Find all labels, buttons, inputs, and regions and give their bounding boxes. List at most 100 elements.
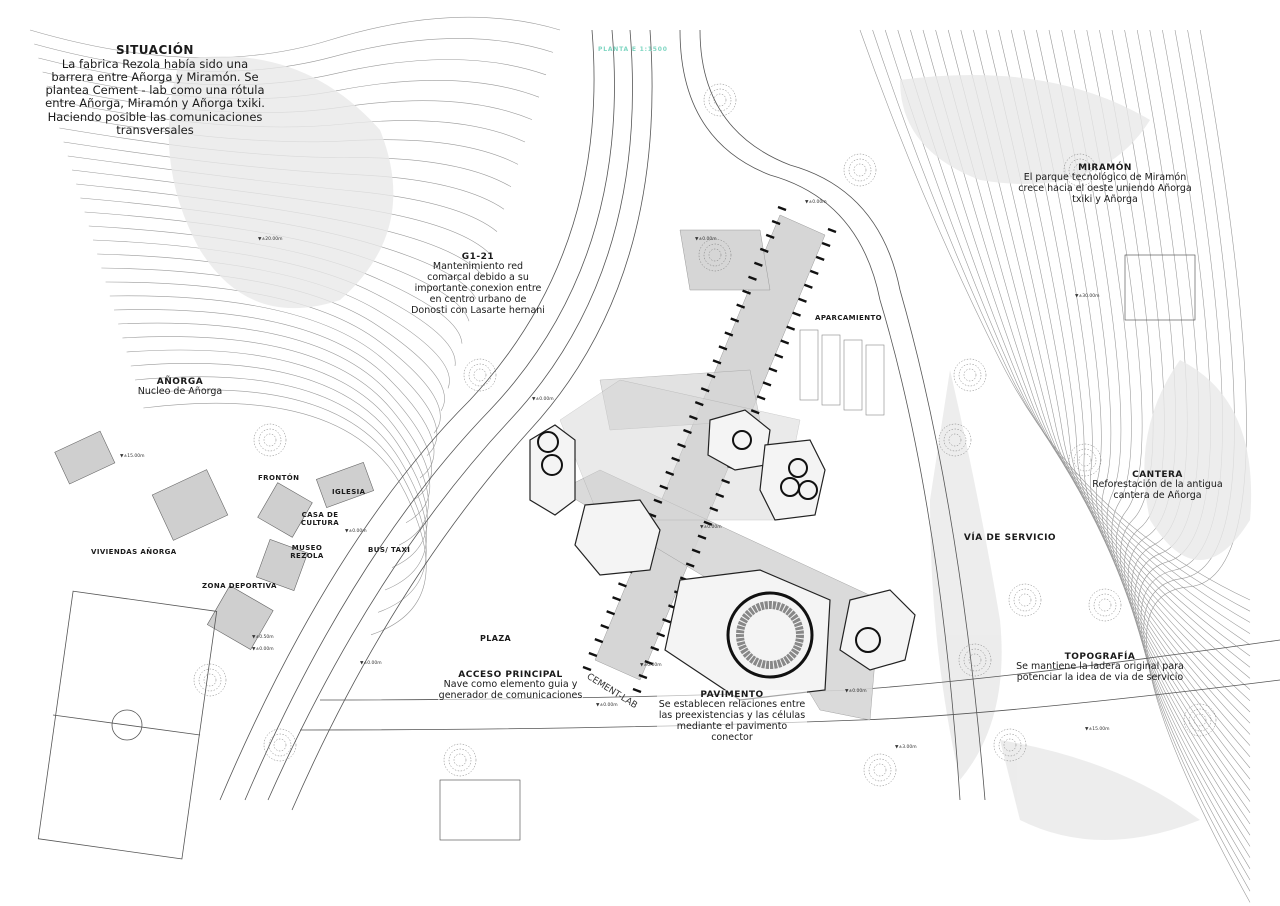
tree-icon: [1068, 443, 1102, 477]
structure-rib: [700, 387, 710, 393]
contour-line: [109, 295, 438, 456]
cantera-note: CANTERA Reforestación de la antigua cant…: [1075, 470, 1240, 502]
contour-line: [113, 309, 435, 479]
tree-icon: [708, 248, 722, 262]
level-marker: ▼±0.00m: [845, 689, 867, 694]
structure-rib: [718, 345, 728, 351]
contour-line: [1023, 29, 1251, 746]
structure-rib: [780, 339, 790, 345]
structure-rib: [771, 219, 781, 226]
contour-line: [973, 29, 1251, 702]
tree-icon: [958, 363, 982, 387]
pavimento-title: PAVIMENTO: [700, 690, 764, 700]
structure-rib: [736, 303, 746, 309]
contour-line: [1086, 29, 1251, 802]
pavimento-note: PAVIMENTO Se establecen relaciones entre…: [657, 690, 807, 745]
structure-rib: [606, 610, 616, 616]
anorga-title: AÑORGA: [156, 377, 204, 387]
structure-rib: [759, 247, 769, 253]
level-marker: ▼±0.00m: [596, 703, 618, 708]
tree-icon: [1003, 738, 1017, 752]
structure-rib: [748, 275, 757, 281]
structure-rib: [600, 624, 610, 630]
tree-icon: [268, 733, 292, 757]
contour-line: [38, 57, 547, 86]
level-marker: ▼±15.00m: [1085, 727, 1110, 732]
structure-rib: [742, 289, 751, 295]
tree-icon: [948, 433, 962, 447]
structure-rib: [777, 205, 787, 212]
tree-icon: [1193, 713, 1207, 727]
structure-rib: [827, 227, 837, 234]
tree-icon: [1088, 588, 1122, 622]
structure-rib: [694, 401, 704, 407]
anorga-text: Nucleo de Añorga: [137, 386, 223, 398]
contour-line: [122, 336, 431, 524]
tree-icon: [938, 423, 972, 457]
tree-icon: [968, 653, 982, 667]
structure-rib: [730, 317, 740, 323]
structure-rib: [750, 409, 760, 415]
contour-line: [1099, 29, 1251, 813]
structure-rib: [618, 582, 627, 588]
tree-icon: [1183, 703, 1217, 737]
contour-line: [1134, 29, 1251, 858]
contour-line: [1111, 29, 1251, 825]
pavimento-text: Se establecen relaciones entre las preex…: [658, 699, 806, 744]
structure-rib: [650, 646, 660, 652]
structure-rib: [697, 534, 707, 540]
tree-icon: [943, 428, 967, 452]
tree-icon: [198, 668, 222, 692]
g121-note: G1-21 Mantenimiento red comarcal debido …: [410, 252, 546, 317]
acceso-note: ACCESO PRINCIPAL Nave como elemento guia…: [438, 670, 583, 703]
tree-icon: [1018, 593, 1032, 607]
contour-line: [29, 16, 561, 59]
structure-rib: [774, 353, 784, 359]
level-marker: ▼±20.00m: [258, 237, 283, 242]
acceso-text: Nave como elemento guia y generador de c…: [438, 679, 583, 702]
tree-icon: [1188, 708, 1212, 732]
tree-icon: [1078, 453, 1092, 467]
contour-line: [134, 376, 427, 591]
hatched-slopes: [168, 56, 1252, 840]
structure-rib: [683, 428, 692, 435]
tree-icon: [868, 758, 892, 782]
tree-icon: [703, 83, 737, 117]
cantera-text: Reforestación de la antigua cantera de A…: [1092, 479, 1223, 502]
structure-rib: [638, 673, 648, 680]
cell-octagon: [529, 424, 576, 516]
structure-rib: [685, 562, 695, 568]
contour-line: [97, 253, 450, 389]
contour-line: [1073, 29, 1251, 791]
level-marker: ▼±0.00m: [695, 237, 717, 242]
structure-rib: [656, 632, 666, 638]
cell-octagon: [839, 589, 916, 671]
tag-casa-cultura: CASA DE CULTURA: [300, 511, 340, 528]
tree-icon: [253, 423, 287, 457]
structure-rib: [712, 359, 722, 365]
structure-rib: [724, 331, 734, 337]
structure-rib: [798, 297, 807, 303]
cell-octagon: [759, 439, 826, 521]
amphitheater: [537, 430, 881, 679]
structure-rib: [815, 255, 825, 262]
tree-icon: [703, 243, 727, 267]
contour-line: [985, 29, 1251, 713]
structure-rib: [659, 484, 669, 490]
tree-icon: [963, 648, 987, 672]
structure-rib: [677, 442, 686, 449]
tree-icon: [1093, 593, 1117, 617]
level-marker: ▼±3.00m: [895, 745, 917, 750]
tree-icon: [453, 753, 467, 767]
parking: [799, 329, 885, 416]
tree-icon: [448, 748, 472, 772]
trees: [193, 83, 1217, 787]
tree-icon: [1068, 158, 1092, 182]
structure-rib: [662, 618, 671, 624]
contour-line: [1143, 29, 1251, 892]
level-marker: ▼±0.00m: [805, 200, 827, 205]
structure-rib: [803, 283, 813, 289]
structure-rib: [709, 506, 719, 512]
tree-icon: [1073, 163, 1087, 177]
